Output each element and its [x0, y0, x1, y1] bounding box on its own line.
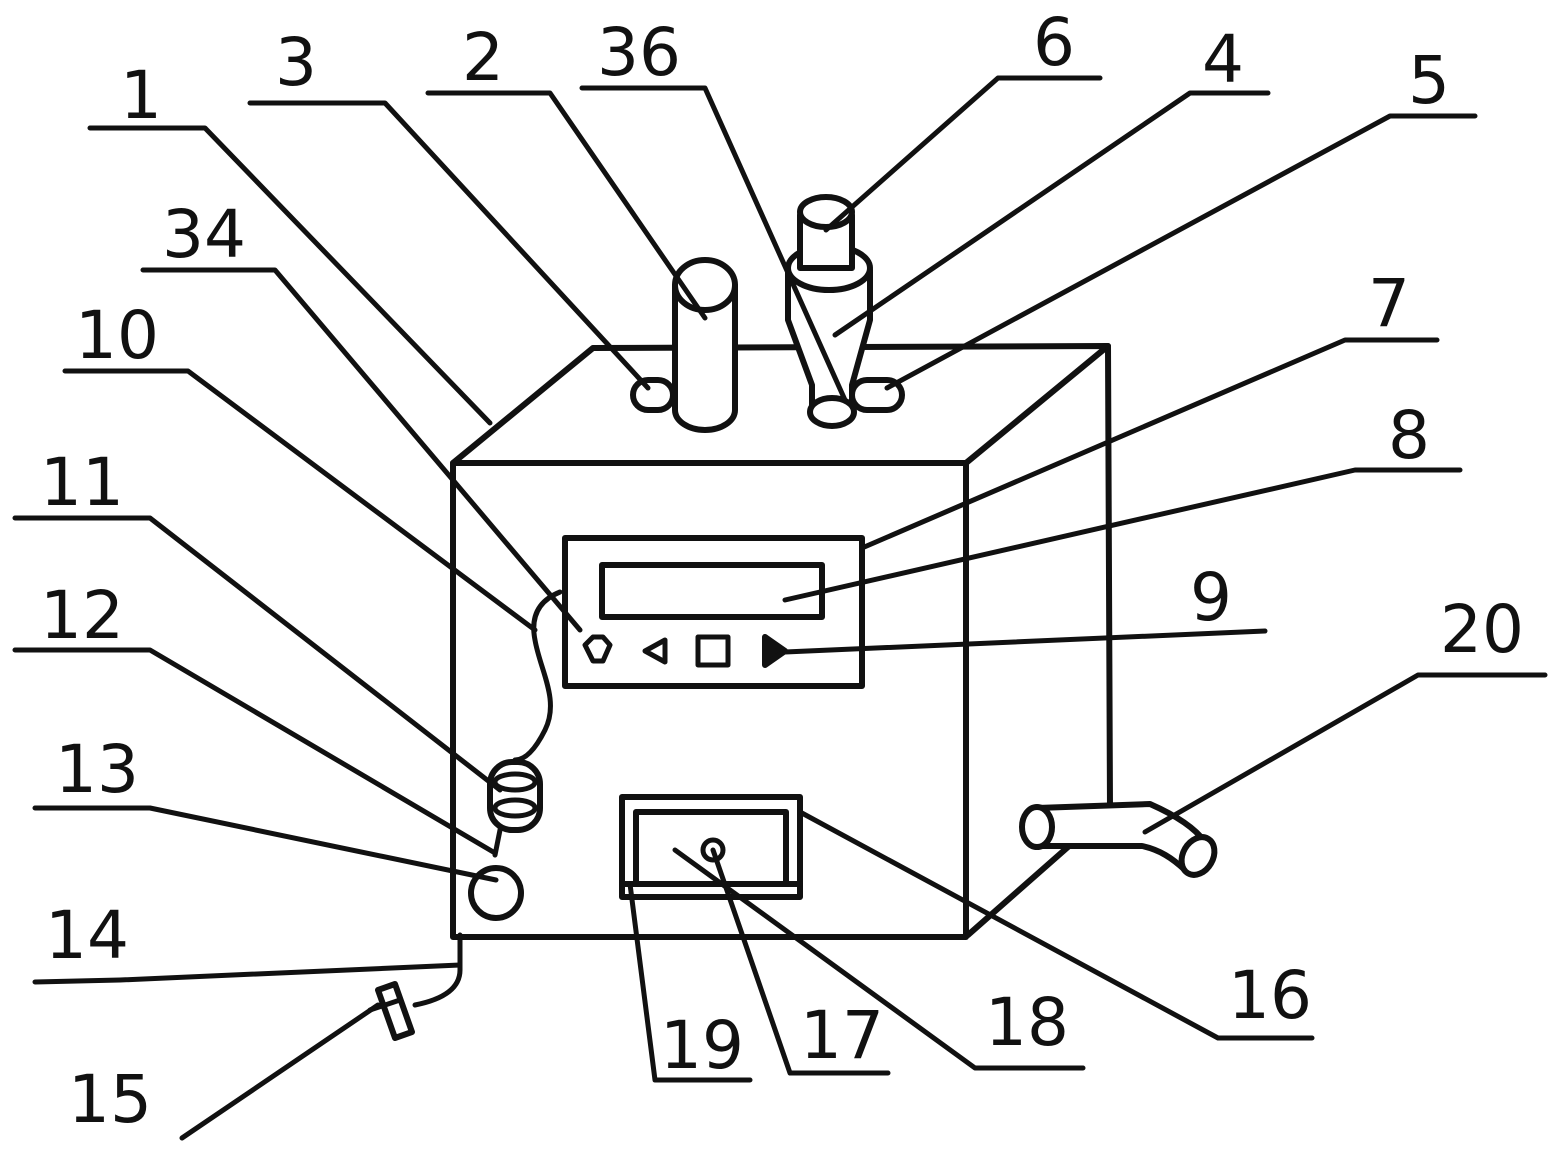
label-18: 18 — [985, 984, 1069, 1061]
leader-19 — [627, 881, 753, 1083]
drawer-outer — [619, 794, 803, 900]
leader-4 — [832, 90, 1271, 338]
pipe-flange-left — [630, 377, 676, 413]
bottom-drawer — [619, 794, 803, 900]
valve-13 — [468, 865, 524, 921]
housing-right-edge — [1105, 343, 1113, 813]
leader-12 — [12, 647, 498, 856]
leader-lines — [12, 75, 1548, 1141]
leader-36 — [579, 85, 848, 403]
filter-ring-top — [492, 771, 538, 793]
label-15: 15 — [68, 1061, 152, 1138]
leader-10 — [62, 368, 538, 633]
sensor-bottom-opening — [807, 395, 857, 429]
leader-9 — [782, 628, 1268, 655]
leader-7 — [859, 337, 1440, 551]
label-20: 20 — [1440, 591, 1524, 668]
cable-34 — [512, 589, 563, 763]
housing-front-face — [450, 460, 969, 940]
leader-2 — [425, 90, 708, 321]
leader-1 — [87, 125, 493, 426]
label-34: 34 — [162, 196, 246, 273]
leader-6 — [823, 75, 1103, 233]
label-6: 6 — [1033, 4, 1075, 81]
control-panel — [562, 535, 865, 689]
reference-numerals: 1 3 2 36 6 4 5 34 10 7 8 11 9 12 20 13 1… — [40, 4, 1524, 1138]
power-button — [582, 634, 613, 664]
leader-18 — [672, 847, 1086, 1071]
label-1: 1 — [120, 57, 162, 134]
left-side-components — [367, 589, 563, 1041]
leader-20 — [1142, 672, 1548, 835]
label-12: 12 — [40, 577, 124, 654]
display-screen — [599, 562, 825, 620]
label-19: 19 — [660, 1007, 744, 1084]
label-36: 36 — [597, 14, 681, 91]
leader-13 — [32, 805, 499, 883]
drawer-knob — [700, 837, 726, 863]
label-17: 17 — [800, 997, 884, 1074]
label-3: 3 — [275, 24, 317, 101]
left-arrow-button — [642, 637, 668, 665]
leader-3 — [247, 100, 651, 391]
label-2: 2 — [462, 19, 504, 96]
clamp-15 — [375, 981, 415, 1041]
leader-11 — [12, 515, 503, 793]
filter-ring-bottom — [492, 797, 538, 819]
leader-8 — [782, 467, 1463, 603]
label-14: 14 — [45, 897, 129, 974]
label-5: 5 — [1408, 42, 1450, 119]
hose-14 — [412, 932, 463, 1008]
label-16: 16 — [1228, 957, 1312, 1034]
leader-15 — [179, 1002, 381, 1141]
label-11: 11 — [40, 444, 124, 521]
outlet-pipe-outlet — [1178, 834, 1218, 878]
leader-14 — [32, 962, 463, 985]
stop-button — [695, 634, 731, 668]
label-10: 10 — [75, 297, 159, 374]
outlet-pipe-inlet — [1019, 804, 1055, 850]
right-arrow-button — [762, 634, 788, 668]
label-8: 8 — [1388, 397, 1430, 474]
leader-16 — [797, 809, 1315, 1041]
leader-34 — [140, 267, 583, 633]
label-7: 7 — [1368, 265, 1410, 342]
outlet-pipe-20 — [1019, 801, 1218, 878]
pipe-body — [672, 282, 738, 433]
label-4: 4 — [1202, 21, 1244, 98]
leader-5 — [884, 113, 1478, 391]
leader-17 — [710, 847, 891, 1076]
housing-top-face — [450, 343, 1111, 466]
label-13: 13 — [55, 731, 139, 808]
label-9: 9 — [1190, 559, 1232, 636]
